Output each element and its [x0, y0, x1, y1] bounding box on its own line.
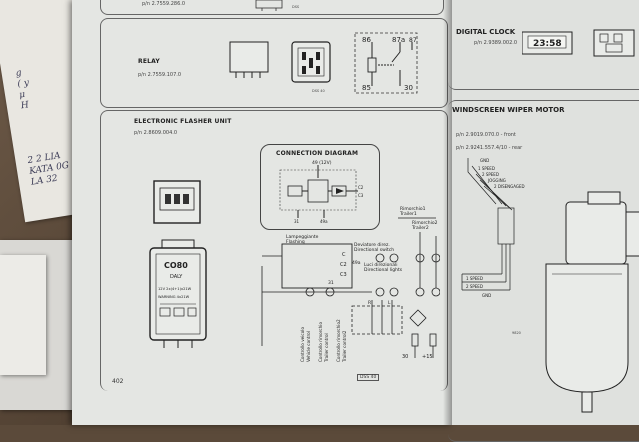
lbl-trailer1: Trailer1 — [399, 211, 417, 217]
terminal-30: 30 — [402, 354, 408, 360]
relay-title: RELAY — [138, 58, 160, 65]
svg-text:DSS 40: DSS 40 — [312, 89, 325, 93]
wiper-pn-front: p/n 2.9019.070.0 - front — [456, 132, 516, 138]
terminal-l: L — [388, 300, 391, 306]
lbl-trailer2: Trailer2 — [411, 225, 429, 231]
clock-part-number: p/n 2.9389.002.0 — [474, 40, 518, 46]
relay-panel — [100, 18, 448, 108]
lbl-luci-direzionali: Luci direzionali — [364, 262, 398, 268]
wiper-label-1speed: 1 SPEED — [478, 166, 495, 171]
vlabel-controllo-rimorchio: Controllo rimorchio — [318, 322, 323, 362]
note-text-lower: 2 2 LIA KATA 0G LA 32 — [26, 150, 70, 188]
wiper-title: WINDSCREEN WIPER MOTOR — [452, 106, 565, 114]
vlabel-trailer-control: Trailer control — [324, 333, 329, 363]
wiper-bottom-gnd: GND — [482, 293, 491, 298]
flasher-label-rating: 12V 2x(4+1)x21W — [158, 287, 192, 291]
note-text-top: g ( y μ H — [15, 68, 30, 112]
wiper-pn-rear: p/n 2.9241.557.4/10 - rear — [456, 145, 523, 151]
vlabel-controllo-rimorchio2: Controllo rimorchio2 — [336, 319, 341, 362]
connection-diagram-schematic: 49 (12V) C2 C3 31 49a — [279, 160, 364, 224]
manual-right-page: DIGITAL CLOCK p/n 2.9389.002.0 23:58 WIN… — [448, 0, 639, 442]
terminal-31: 31 — [328, 280, 334, 286]
lbl-lampeggiante: Lampeggiante — [286, 234, 319, 240]
flasher-label-brand: DALY — [170, 274, 183, 280]
vlabel-vehicle-control: Vehicle control — [306, 331, 311, 362]
relay-pin-30: 30 — [404, 84, 413, 92]
relay-pin-87a: 87a — [392, 36, 405, 44]
relay-pin-85: 85 — [362, 84, 371, 92]
top-part-number: p/n 2.7559.286.0 — [142, 1, 186, 7]
connection-diagram-title: CONNECTION DIAGRAM — [276, 150, 359, 157]
wiper-bottom-2speed: 2 SPEED — [466, 284, 483, 289]
flasher-label-code: CO80 — [164, 261, 188, 270]
lbl-directional-lights: Directional lights — [364, 267, 403, 273]
flasher-label-warning: WARNING 4x21W — [158, 295, 190, 299]
cd-supply-label: 49 (12V) — [312, 160, 332, 166]
clock-title: DIGITAL CLOCK — [456, 28, 516, 36]
top-component-sketch: DSS — [255, 0, 300, 11]
lbl-directional-switch: Directional switch — [354, 247, 394, 253]
lbl-deviatore: Deviatore direz. — [354, 242, 390, 248]
terminal-c3: C3 — [340, 272, 347, 278]
relay-pin-87: 87 — [409, 37, 417, 44]
clock-drawing: 23:58 — [522, 29, 635, 57]
wiper-label-jogging: JOGGING — [487, 178, 506, 183]
terminal-49a: 49a — [352, 260, 361, 266]
terminal-c: C — [342, 252, 346, 258]
svg-text:9820: 9820 — [512, 331, 521, 335]
page-number: 402 — [112, 378, 124, 385]
lbl-flashing: Flashing — [286, 239, 305, 245]
relay-pin-86: 86 — [362, 36, 371, 44]
terminal-r: R — [368, 300, 371, 306]
cd-pin-c2: C2 — [358, 185, 364, 190]
cd-49a-label: 49a — [320, 219, 328, 224]
svg-text:DSS: DSS — [292, 5, 300, 9]
terminal-c2: C2 — [340, 262, 347, 268]
top-panel — [100, 0, 444, 15]
diagram-stamp: DSS 40 — [357, 374, 380, 381]
clock-panel — [448, 0, 639, 90]
relay-part-number: p/n 2.7559.107.0 — [138, 72, 182, 78]
flasher-unit-drawing: CO80 DALY 12V 2x(4+1)x21W WARNING 4x21W — [149, 180, 207, 348]
wiper-bottom-1speed: 1 SPEED — [466, 276, 483, 281]
vlabel-controllo-veicolo: Controllo veicolo — [300, 327, 305, 362]
wiper-label-2speed: 2 SPEED — [482, 172, 499, 177]
clock-display-time: 23:58 — [533, 39, 562, 49]
wiper-label-gnd: GND — [480, 158, 489, 163]
cd-ground-label: 31 — [294, 219, 300, 224]
connection-diagram-box — [260, 144, 380, 230]
flasher-panel — [100, 110, 448, 391]
wiper-label-disengaged: 2 DISENGAGED — [494, 184, 525, 189]
relay-drawings: DSS 40 86 87a 87 85 30 — [229, 32, 418, 94]
terminal-15: +15 — [422, 354, 433, 360]
vlabel-trailer-control2: Trailer control2 — [342, 330, 347, 363]
flasher-wiring-diagram: Rimorchio1 Trailer1 Rimorchio2 Trailer2 … — [261, 206, 440, 363]
paper-sheet-edge — [0, 255, 46, 375]
cd-pin-c3: C3 — [358, 193, 364, 198]
flasher-title: ELECTRONIC FLASHER UNIT — [134, 118, 232, 125]
lbl-rimorchio2: Rimorchio2 — [412, 220, 438, 226]
lbl-rimorchio1: Rimorchio1 — [400, 206, 426, 212]
wiper-motor-drawing: GND 1 SPEED 2 SPEED JOGGING 2 DISENGAGED… — [461, 158, 639, 413]
manual-left-page: p/n 2.7559.286.0 DSS RELAY p/n 2.7559.10… — [72, 0, 452, 425]
flasher-part-number: p/n 2.8609.004.0 — [134, 130, 178, 136]
